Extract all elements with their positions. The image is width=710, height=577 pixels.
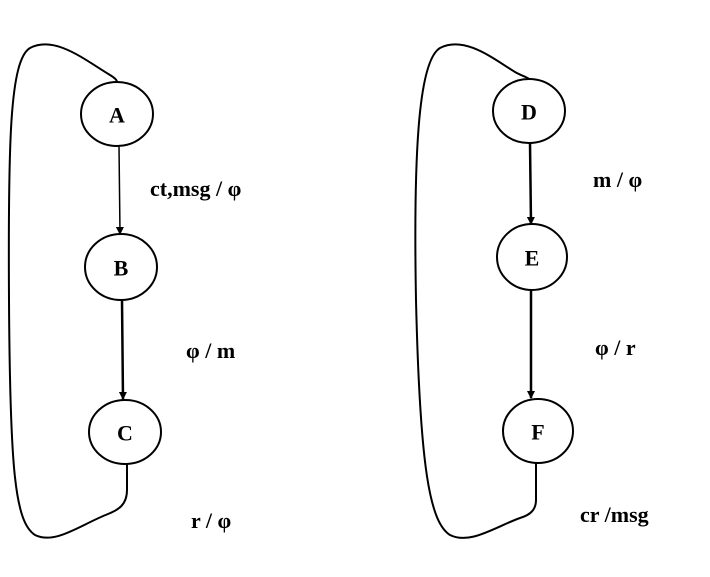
edge-label: r / φ bbox=[191, 508, 231, 533]
loop-edge-f-to-d bbox=[414, 43, 537, 539]
node-label: E bbox=[525, 246, 540, 271]
edge-label: cr /msg bbox=[580, 502, 649, 527]
edge-label: m / φ bbox=[593, 167, 642, 192]
node-label: C bbox=[117, 421, 133, 446]
edge-a-to-b bbox=[115, 145, 124, 235]
node-label: F bbox=[531, 420, 544, 445]
edge-d-to-e bbox=[526, 142, 535, 225]
edge-label: ct,msg / φ bbox=[150, 176, 241, 201]
edge-label: φ / r bbox=[595, 335, 636, 360]
state-node-e: E bbox=[496, 223, 568, 291]
left-state-machine: A B C ct,msg / φ φ / m r / φ bbox=[7, 43, 241, 539]
state-node-f: F bbox=[502, 398, 574, 464]
state-node-a: A bbox=[80, 81, 154, 147]
edge-label: φ / m bbox=[186, 338, 235, 363]
node-label: D bbox=[521, 100, 537, 125]
right-state-machine: D E F m / φ φ / r cr /msg bbox=[414, 43, 649, 539]
state-node-c: C bbox=[88, 399, 162, 465]
node-label: A bbox=[109, 103, 125, 128]
node-label: B bbox=[114, 256, 129, 281]
edge-b-to-c bbox=[118, 299, 127, 400]
loop-edge-c-to-a bbox=[7, 43, 128, 539]
state-node-b: B bbox=[84, 233, 158, 301]
state-node-d: D bbox=[492, 78, 566, 144]
